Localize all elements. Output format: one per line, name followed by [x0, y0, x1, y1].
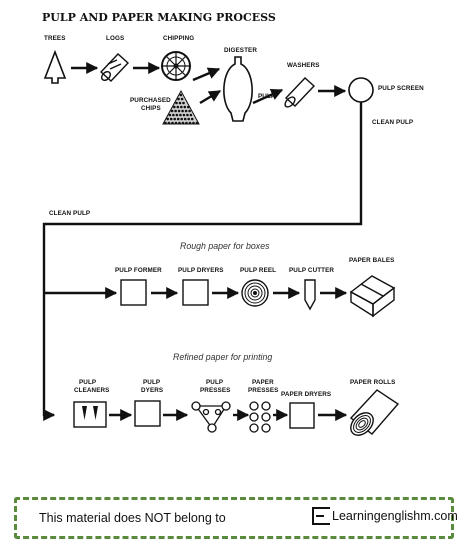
label-digester: DIGESTER	[224, 47, 257, 54]
label-logs: LOGS	[106, 35, 124, 42]
arrow-chipping-digester	[192, 67, 221, 82]
chip-pile-icon	[162, 89, 200, 125]
paper-roll-icon	[349, 389, 400, 436]
label-pulp-cutter: PULP CUTTER	[289, 267, 334, 274]
section-refined: Refined paper for printing	[173, 352, 272, 362]
arrow-digester-washers	[252, 88, 284, 105]
pulp-cleaners-icon	[73, 401, 107, 428]
footer-logo-text: Learningenglishm.com	[332, 509, 458, 523]
logs-icon	[99, 53, 130, 82]
footer-banner: This material does NOT belong to Learnin…	[14, 497, 458, 539]
label-paper-rolls: PAPER ROLLS	[350, 379, 395, 386]
label-pulp-dyers-2: DYERS	[141, 387, 163, 394]
label-paper-bales: PAPER BALES	[349, 257, 394, 264]
diagram-title: PULP AND PAPER MAKING PROCESS	[42, 11, 276, 24]
logo-mark-icon	[312, 507, 330, 525]
process-diagram: PULP AND PAPER MAKING PROCESS TREES LOGS…	[42, 11, 424, 436]
pulp-cutter-icon	[304, 279, 316, 311]
digester-icon	[223, 56, 253, 122]
pulp-screen-icon	[348, 77, 374, 103]
label-paper-dryers: PAPER DRYERS	[281, 391, 331, 398]
pulp-reel-icon	[241, 279, 269, 307]
label-pulp-reel: PULP REEL	[240, 267, 276, 274]
label-pulp-dryers-1: PULP DRYERS	[178, 267, 224, 274]
label-chips: CHIPS	[141, 105, 161, 112]
label-clean-pulp-left: CLEAN PULP	[49, 210, 90, 217]
label-pulp-cleaners-1: PULP	[79, 379, 96, 386]
label-pulp-presses-2: PRESSES	[200, 387, 230, 394]
label-clean-pulp-right: CLEAN PULP	[372, 119, 413, 126]
arrow-chips-digester	[199, 89, 222, 105]
label-pulp-presses-1: PULP	[206, 379, 223, 386]
paper-bale-icon	[349, 275, 396, 318]
label-washers: WASHERS	[287, 62, 320, 69]
label-purchased: PURCHASED	[130, 97, 171, 104]
paper-dryers-icon	[289, 402, 315, 429]
label-chipping: CHIPPING	[163, 35, 194, 42]
label-pulp-screen: PULP SCREEN	[378, 85, 424, 92]
chipper-wheel-icon	[161, 51, 191, 81]
pulp-presses-icon	[191, 401, 231, 433]
pulp-dryers-icon	[182, 279, 209, 306]
tree-icon	[43, 49, 67, 84]
footer-text: This material does NOT belong to	[39, 511, 226, 525]
washer-drum-icon	[284, 77, 316, 108]
paper-presses-icon	[249, 401, 271, 433]
footer-logo: Learningenglishm.com	[312, 507, 458, 525]
label-pulp-former: PULP FORMER	[115, 267, 162, 274]
pulp-former-icon	[120, 279, 147, 306]
section-rough: Rough paper for boxes	[180, 241, 270, 251]
clean-pulp-connector	[42, 102, 363, 421]
label-trees: TREES	[44, 35, 66, 42]
label-paper-presses-2: PRESSES	[248, 387, 278, 394]
label-pulp-cleaners-2: CLEANERS	[74, 387, 109, 394]
pulp-dyers-icon	[134, 400, 161, 427]
label-pulp-dyers-1: PULP	[143, 379, 160, 386]
label-paper-presses-1: PAPER	[252, 379, 274, 386]
